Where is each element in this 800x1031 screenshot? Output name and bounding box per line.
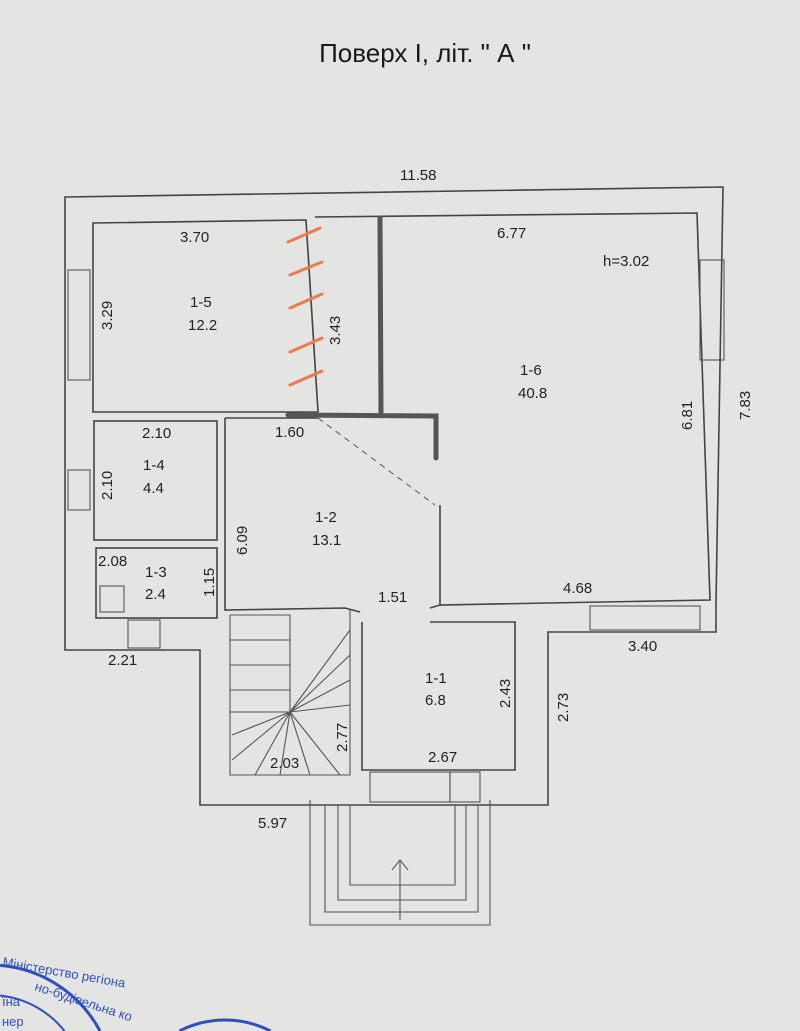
svg-text:2.4: 2.4 (145, 586, 166, 603)
marker-orange-hatch (286, 226, 324, 387)
dim-1-1-height: 2.43 (497, 679, 514, 708)
dim-bottom-5-97: 5.97 (258, 815, 287, 832)
outer-wall (64, 186, 724, 806)
dim-door-1-60: 1.60 (275, 424, 304, 441)
room-1-3: 1-32.4 (145, 564, 167, 603)
svg-text:4.4: 4.4 (143, 480, 164, 497)
dim-outer-right: 7.83 (737, 391, 754, 420)
boiler-icon (99, 585, 125, 613)
marker-dark-wall (285, 215, 439, 461)
dim-outer-2-73: 2.73 (555, 693, 572, 722)
svg-text:12.2: 12.2 (188, 317, 217, 334)
room-1-4: 1-44.4 (143, 457, 165, 497)
dim-1-3-height: 1.15 (201, 568, 218, 597)
room-1-2: 1-2 13.1 (312, 509, 341, 549)
dim-stair-2-03: 2.03 (270, 755, 299, 772)
svg-text:40.8: 40.8 (518, 385, 547, 402)
room-1-1: 1-16.8 (425, 670, 447, 709)
windows (67, 259, 725, 803)
staircase (229, 610, 351, 776)
room-1-4-outline (93, 420, 218, 541)
dashed-partition (317, 417, 436, 506)
room-1-3-outline (95, 547, 218, 619)
dim-opening-1-51: 1.51 (378, 589, 407, 606)
dim-stair-2-77: 2.77 (334, 723, 351, 752)
room-1-2-outline (224, 417, 441, 613)
dim-overall-width: 11.58 (400, 167, 436, 184)
room-1-6: 1-6 40.8 (518, 362, 547, 402)
room-1-5: 1-5 12.2 (188, 294, 217, 334)
ceiling-height: h=3.02 (603, 253, 649, 270)
dim-right-3-40: 3.40 (628, 638, 657, 655)
dim-1-5-height: 3.29 (99, 301, 116, 330)
dim-1-6-width: 6.77 (497, 225, 526, 242)
svg-text:1-3: 1-3 (145, 564, 167, 581)
svg-text:1-6: 1-6 (520, 362, 542, 379)
svg-text:13.1: 13.1 (312, 532, 341, 549)
room-1-5-outline (92, 219, 319, 413)
dim-1-3-width: 2.08 (98, 553, 127, 570)
svg-text:1-2: 1-2 (315, 509, 337, 526)
dim-corridor-height: 3.43 (327, 316, 344, 345)
dim-1-6-height: 6.81 (679, 401, 696, 430)
svg-text:6.8: 6.8 (425, 692, 446, 709)
official-stamp: Міністерство регіона но-будівельна ко їн… (0, 954, 272, 1031)
dim-left-2-21: 2.21 (108, 652, 137, 669)
svg-text:1-1: 1-1 (425, 670, 447, 687)
dim-1-1-width: 2.67 (428, 749, 457, 766)
svg-text:1-5: 1-5 (190, 294, 212, 311)
room-1-1-outline (361, 621, 516, 771)
room-1-6-outline (314, 212, 711, 606)
dim-hall-height: 6.09 (234, 526, 251, 555)
svg-text:їна: їна (1, 994, 21, 1009)
floor-title: Поверх І, літ. " А " (319, 38, 531, 68)
svg-text:Міністерство регіона: Міністерство регіона (1, 954, 127, 990)
dim-1-4-height: 2.10 (99, 471, 116, 500)
entrance-porch (309, 800, 491, 926)
dim-1-4-width: 2.10 (142, 425, 171, 442)
dim-1-5-width: 3.70 (180, 229, 209, 246)
svg-text:1-4: 1-4 (143, 457, 165, 474)
dim-right-4-68: 4.68 (563, 580, 592, 597)
svg-text:нер: нер (2, 1014, 24, 1029)
